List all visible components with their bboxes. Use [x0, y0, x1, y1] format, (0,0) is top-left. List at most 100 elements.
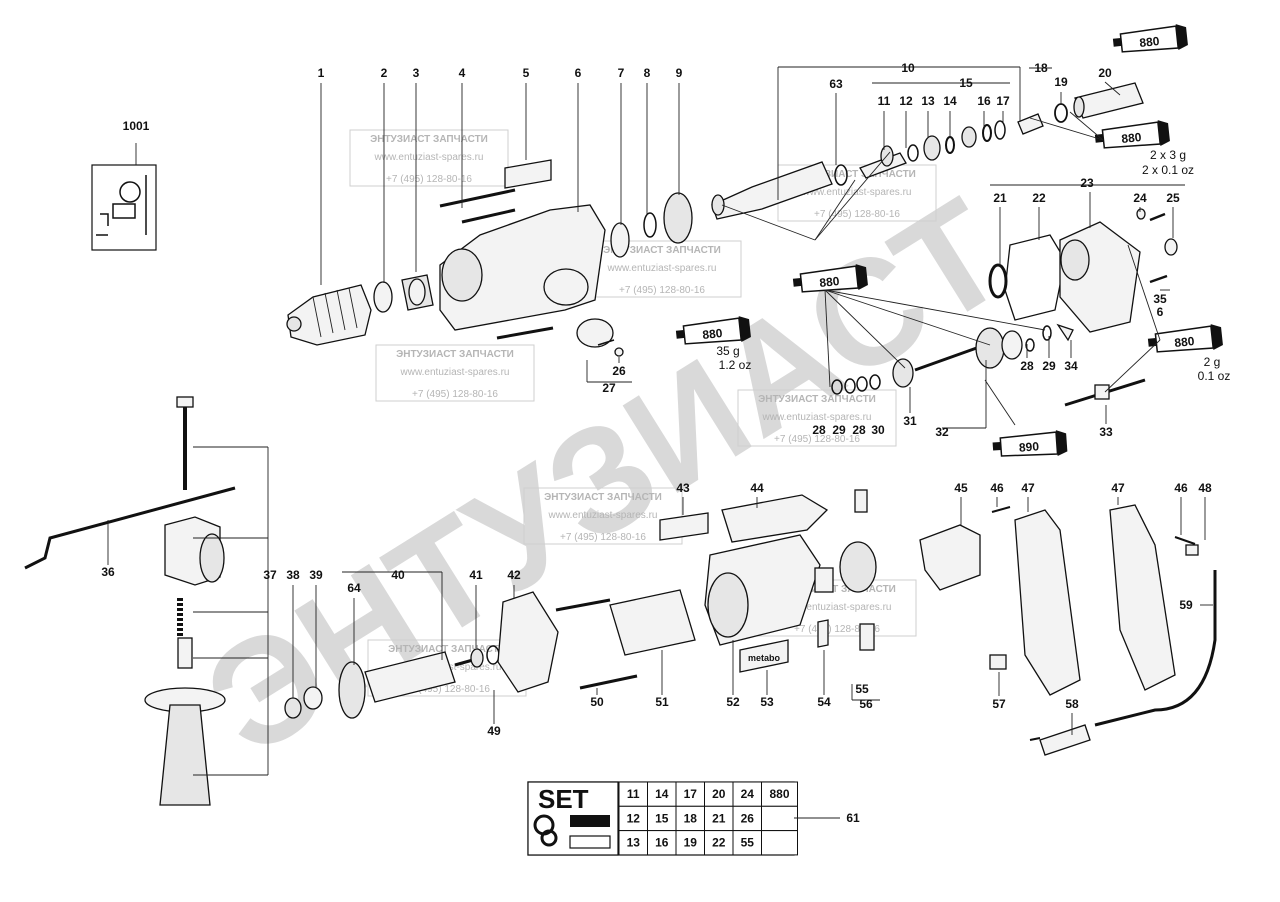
watermark-phone: +7 (495) 128-80-16: [794, 624, 880, 635]
part-label-57: 57: [992, 697, 1006, 711]
ring-63: [834, 164, 848, 186]
part-label-8: 8: [644, 66, 651, 80]
washer-12: [907, 144, 919, 162]
grease-tube-6: 890: [992, 430, 1068, 457]
part-label-13: 13: [921, 94, 935, 108]
intermediate-flange-23: [1059, 221, 1141, 333]
part-label-37: 37: [263, 568, 277, 582]
ring-17: [982, 120, 1006, 142]
part-label-63: 63: [829, 77, 843, 91]
watermark-phone: +7 (495) 128-80-16: [560, 532, 646, 543]
part-label-6: 6: [575, 66, 582, 80]
set-cell: 18: [684, 811, 698, 825]
part-label-56: 56: [859, 697, 873, 711]
part-label-49: 49: [487, 724, 501, 738]
part-label-26: 26: [612, 364, 626, 378]
grease-tube-label: 880: [1139, 34, 1161, 50]
set-cell: 22: [712, 836, 726, 850]
part-label-58: 58: [1065, 697, 1079, 711]
grease-tube-4: 880: [675, 316, 751, 345]
part-label-12: 12: [899, 94, 913, 108]
watermark-phone: +7 (495) 128-80-16: [814, 209, 900, 220]
part-label-38: 38: [286, 568, 300, 582]
part-label-23: 23: [1080, 176, 1094, 190]
part-label-15: 15: [959, 76, 973, 90]
gasket-22: [1004, 234, 1066, 321]
set-cell: 20: [712, 787, 726, 801]
set-cell: 17: [684, 787, 698, 801]
part-label-52: 52: [726, 695, 740, 709]
handle-half-47a: [1014, 509, 1081, 696]
gear-9: [663, 192, 693, 244]
watermark-url: www.entuziast-spares.ru: [548, 510, 658, 521]
motor-housing-52: [704, 534, 834, 646]
watermark-phone: +7 (495) 128-80-16: [619, 285, 705, 296]
part-label-18: 18: [1034, 61, 1048, 75]
watermark-phone: +7 (495) 128-80-16: [386, 174, 472, 185]
field-coil-51: [609, 589, 696, 656]
grease-note-right-lower-b: 0.1 oz: [1198, 369, 1231, 383]
pin-24: [1136, 208, 1166, 222]
label-plate-5: [504, 159, 552, 189]
part-label-21: 21: [993, 191, 1007, 205]
watermark-box-6: ЭНТУЗИАСТ ЗАПЧАСТИ www.entuziast-spares.r…: [523, 487, 683, 545]
watermark-box-1: ЭНТУЗИАСТ ЗАПЧАСТИwww.entuziast-spares.r…: [349, 129, 509, 187]
screw-35: [1149, 274, 1168, 284]
part-label-2: 2: [381, 66, 388, 80]
side-handle-37: [144, 396, 226, 806]
cover-44: [721, 494, 829, 543]
watermark-title: ЭНТУЗИАСТ ЗАПЧАСТИ: [778, 584, 896, 595]
part-label-11: 11: [878, 94, 891, 108]
leader-lines: [107, 66, 1213, 776]
ring-25: [1164, 238, 1178, 256]
part-label-7: 7: [618, 66, 625, 80]
screws-46: [991, 506, 1196, 545]
set-cell: 15: [655, 811, 669, 825]
watermark-title: ЭНТУЗИАСТ ЗАПЧАСТИ: [544, 492, 662, 503]
part-label-19: 19: [1054, 75, 1068, 89]
part-label-44: 44: [750, 481, 764, 495]
grease-note-right-lower-a: 2 g: [1204, 355, 1221, 369]
watermark-url: www.entuziast-spares.ru: [762, 412, 872, 423]
chuck: [286, 284, 372, 346]
set-cell: 11: [627, 787, 640, 801]
part-label-51: 51: [655, 695, 669, 709]
part-label-48: 48: [1198, 481, 1212, 495]
brand-label: metabo: [748, 653, 781, 663]
part-1001-inset: 1001: [91, 119, 157, 251]
grease-tube-label: 880: [1174, 334, 1196, 350]
part-label-14: 14: [943, 94, 957, 108]
watermark-phone: +7 (495) 128-80-16: [412, 389, 498, 400]
brush-holder-55-56: [839, 489, 877, 651]
grease-tube-2: 880: [1094, 120, 1170, 149]
set-cell: 19: [684, 836, 698, 850]
set-cell: 26: [741, 811, 755, 825]
clip-8: [643, 212, 657, 238]
part-label-1: 1: [318, 66, 325, 80]
set-cell: 24: [741, 787, 755, 801]
watermark-title: ЭНТУЗИАСТ ЗАПЧАСТИ: [758, 394, 876, 405]
grease-note-top-right-a: 2 x 3 g: [1150, 148, 1186, 162]
part-label-64: 64: [347, 581, 361, 595]
part-label-59: 59: [1179, 598, 1193, 612]
label-1001: 1001: [123, 119, 150, 133]
watermark-phone: +7 (495) 128-80-16: [404, 684, 490, 695]
striker-20: [1073, 82, 1144, 119]
set-cell: 55: [741, 836, 755, 850]
part-label-47: 47: [1111, 481, 1125, 495]
grease-note-left-center-a: 35 g: [716, 344, 739, 358]
grease-tube-label: 880: [702, 326, 724, 342]
label-61: 61: [846, 811, 860, 825]
watermark-url: www.entuziast-spares.ru: [400, 367, 510, 378]
part-label-30: 30: [871, 423, 885, 437]
ring-14: [945, 136, 955, 154]
depth-stop-36: [24, 486, 236, 570]
watermark-boxes: ЭНТУЗИАСТ ЗАПЧАСТИ www.entuziast-spares.r…: [349, 129, 937, 697]
part-label-54: 54: [817, 695, 831, 709]
watermark-box-3: ЭНТУЗИАСТ ЗАПЧАСТИwww.entuziast-spares.r…: [582, 240, 742, 298]
part-label-28: 28: [852, 423, 866, 437]
grease-tube-label: 880: [1121, 130, 1143, 146]
